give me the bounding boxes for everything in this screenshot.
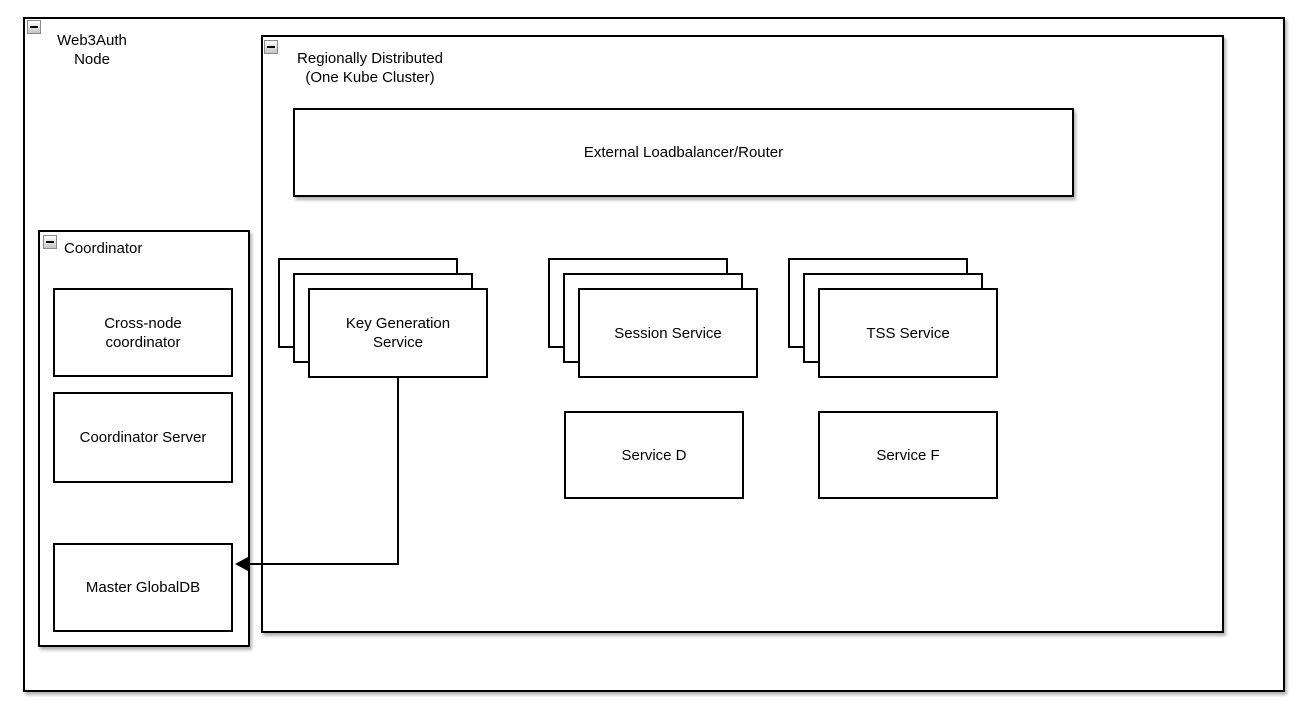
node-label: TSS Service [866,324,950,342]
node-service-f[interactable]: Service F [818,411,998,499]
node-master-globaldb[interactable]: Master GlobalDB [53,543,233,632]
group-title-line: (One Kube Cluster) [305,69,435,86]
connector-keygen-to-globaldb-vertical [397,376,399,565]
node-label: Session Service [614,324,722,342]
group-coordinator-label: Coordinator [64,240,143,257]
collapse-icon[interactable] [27,20,41,34]
arrowhead-icon [235,557,248,571]
group-title-line: Node [74,51,110,68]
node-label: External Loadbalancer/Router [583,144,784,161]
group-title-line: Web3Auth [57,32,127,49]
stack-layer-front[interactable]: TSS Service [818,288,998,378]
node-label: Service D [621,446,687,464]
group-regionally-distributed-label: Regionally Distributed (One Kube Cluster) [294,49,446,87]
collapse-icon[interactable] [264,40,278,54]
group-title-line: Regionally Distributed [297,50,443,67]
node-service-d[interactable]: Service D [564,411,744,499]
connector-keygen-to-globaldb-horizontal [246,563,398,565]
node-label: Coordinator Server [79,429,207,446]
node-label: Service F [876,446,940,464]
node-external-loadbalancer[interactable]: External Loadbalancer/Router [293,108,1074,197]
node-label: Master GlobalDB [85,579,201,596]
stack-layer-front[interactable]: Session Service [578,288,758,378]
collapse-icon[interactable] [43,235,57,249]
node-coordinator-server[interactable]: Coordinator Server [53,392,233,483]
